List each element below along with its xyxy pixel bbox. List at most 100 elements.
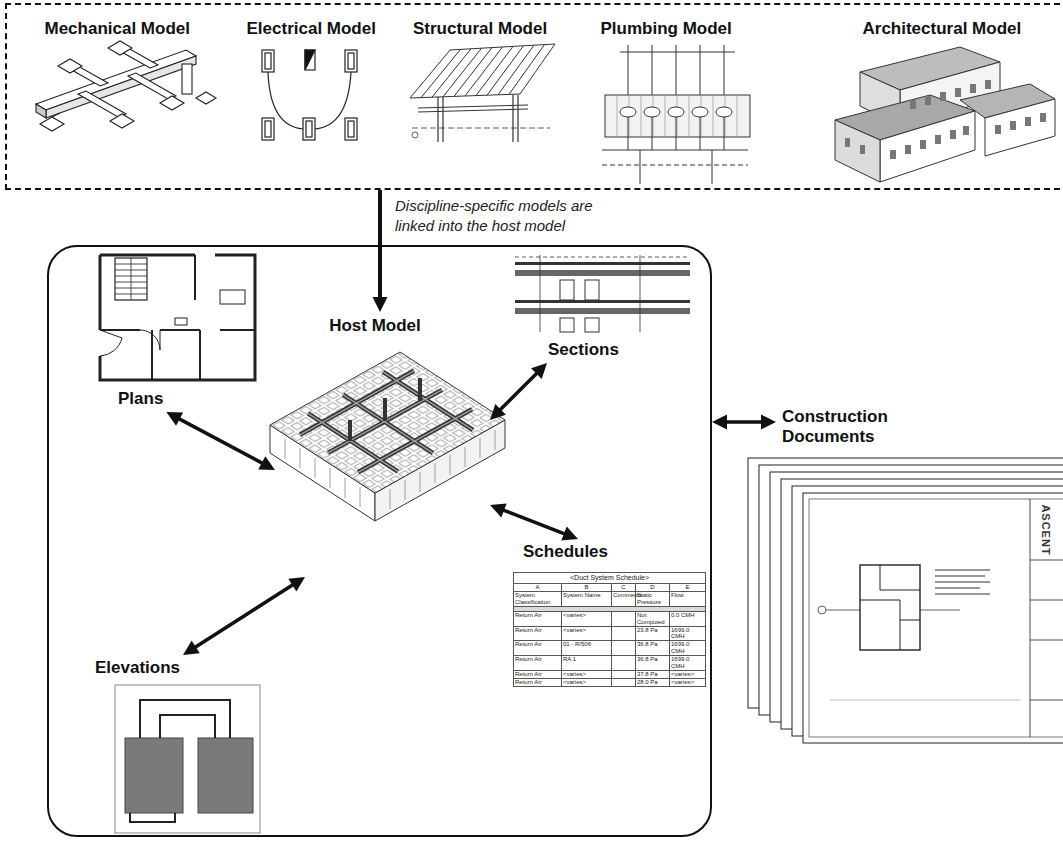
table-cell: Return Air [514,678,562,686]
table-cell: 37.8 Pa [636,670,670,678]
table-cell [612,670,636,678]
floor-plan-illustration [115,258,147,300]
arrow-head [761,415,776,430]
connector-line [725,420,763,424]
table-text: C [621,584,625,590]
view-label: Elevations [89,655,186,681]
building-illustration [910,100,916,109]
table-cell: 1699.0 CMH [670,656,706,671]
table-cell: <varies> [562,626,612,641]
table-cell: B [562,584,612,592]
table-text: Return Air [515,679,542,685]
sheet-stack-illustration [860,565,920,650]
table-cell: System Classification [514,591,562,606]
node-label: Mechanical Model [45,19,190,39]
table-text: 36.8 Pa [637,656,658,662]
host-model-illustration [300,371,473,473]
model-label: Architectural Model [857,16,1028,42]
sheet-stack-illustration [818,606,826,614]
lighting-illustration [303,118,315,140]
plumbing-illustration [644,107,660,117]
elevation-illustration [130,700,230,822]
building-illustration [1025,117,1031,126]
view-label: Plans [112,386,169,412]
duct-illustration [52,113,60,117]
table-text: <varies> [563,679,586,685]
view-label: Sections [542,337,625,363]
model-label: Mechanical Model [39,16,196,42]
table-cell [612,611,636,626]
building-illustration [845,138,850,147]
structure-illustration [410,44,555,98]
table-cell: Return Air [514,626,562,641]
lighting-illustration [345,118,357,140]
lighting-illustration [306,121,312,137]
plumbing-illustration [692,107,708,117]
building-illustration [940,92,946,101]
sheet-stack-illustration [830,700,1020,701]
table-text: Flow [671,592,684,598]
duct-illustration [40,117,64,131]
section-illustration [560,280,574,300]
duct-illustration [128,73,176,99]
table-cell: System Name [562,591,612,606]
section-illustration [515,262,690,265]
node-label: Construction Documents [782,407,910,447]
model-label: Plumbing Model [595,16,738,42]
lighting-illustration [262,50,357,140]
section-illustration [515,270,690,276]
table-cell [612,656,636,671]
table-cell: Static Pressure [636,591,670,606]
lighting-illustration [262,50,274,72]
host-model-illustration [270,352,505,521]
floor-plan-illustration [100,255,255,380]
table-cell: Return Air [514,656,562,671]
table-text: 36.8 Pa [637,641,658,647]
sheet-stack-illustration [1040,470,1052,482]
plumbing-illustration [640,150,712,184]
section-illustration [515,255,690,332]
table-text: <Duct System Schedule> [570,574,649,581]
schedule-grid: <Duct System Schedule>ABCDESystem Classi… [513,572,706,687]
structure-illustration [412,132,418,138]
node-label: Host Model [281,316,469,336]
arrow-head [373,297,388,312]
connector-arrow [373,190,388,312]
section-illustration [515,300,690,303]
table-text: <varies> [671,679,694,685]
edge-label: Discipline-specific models are linked in… [395,196,635,236]
table-cell: <varies> [562,611,612,626]
structure-illustration [418,105,528,112]
connector-line [178,418,264,464]
arrow-head [490,503,507,517]
lighting-illustration [305,50,315,70]
table-cell: <Duct System Schedule> [514,573,706,584]
structure-illustration [438,95,518,142]
connector-arrow [490,363,547,420]
table-cell: Comments [612,591,636,606]
node-label: Structural Model [413,19,547,39]
host-model-illustration [350,378,420,441]
node-label: Plans [118,389,163,409]
table-text: 0.0 CMH [671,612,695,618]
building-illustration [1010,121,1016,130]
elevation-illustration [115,685,260,833]
floor-plan-illustration [140,330,160,350]
connector-line [194,584,294,648]
structure-illustration [410,44,555,142]
table-text: <varies> [563,671,586,677]
node-label: Schedules [523,542,608,562]
sheet-stack-illustration [935,570,990,594]
node-label: Architectural Model [863,19,1022,39]
table-cell: 28.0 Pa [636,678,670,686]
table-cell: 1699.0 CMH [670,641,706,656]
building-illustration [935,135,941,144]
lighting-illustration [305,50,315,70]
duct-illustration [36,104,46,118]
table-cell: Not Computed [636,611,670,626]
connector-line [502,510,566,535]
table-cell: Return Air [514,611,562,626]
duct-illustration [78,91,126,117]
